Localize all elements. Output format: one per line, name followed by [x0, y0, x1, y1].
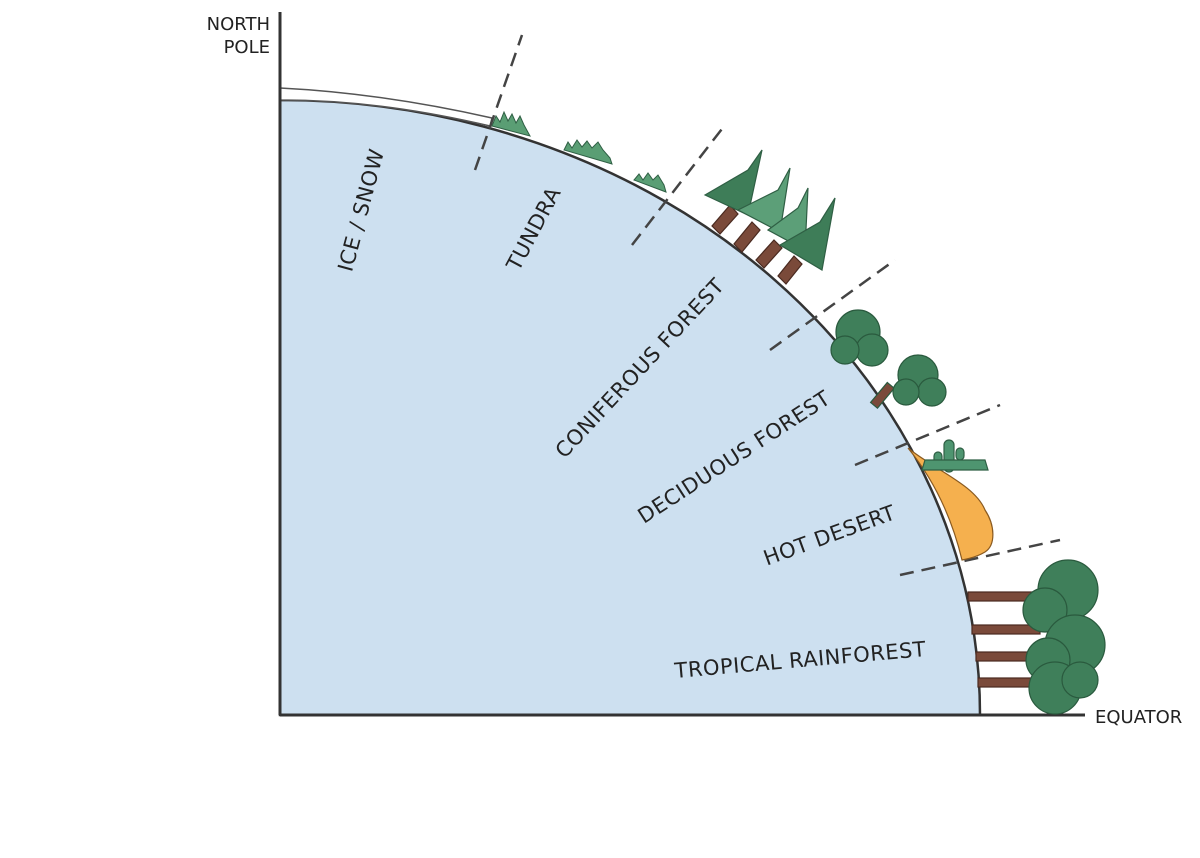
zone-boundaries: [473, 34, 1061, 577]
cactus-icon: [921, 439, 989, 473]
rainforest-trees-icon: [967, 559, 1106, 715]
boundary-tundra-coniferous: [631, 124, 726, 246]
north-pole-label-line2: POLE: [224, 37, 270, 58]
boundary-ice-tundra: [473, 34, 524, 171]
earth-quadrant: [278, 98, 982, 717]
boundary-deciduous-desert: [854, 403, 1001, 467]
desert-icon: [907, 439, 994, 561]
deciduous-trees-icon: [830, 309, 947, 410]
boundary-coniferous-deciduous: [769, 258, 896, 352]
tundra-grass-icon: [491, 110, 667, 193]
north-pole-label-line1: NORTH: [207, 14, 270, 35]
boundary-desert-rainforest: [899, 538, 1061, 577]
equator-label: EQUATOR: [1095, 707, 1182, 728]
coniferous-trees-icon: [703, 149, 836, 285]
